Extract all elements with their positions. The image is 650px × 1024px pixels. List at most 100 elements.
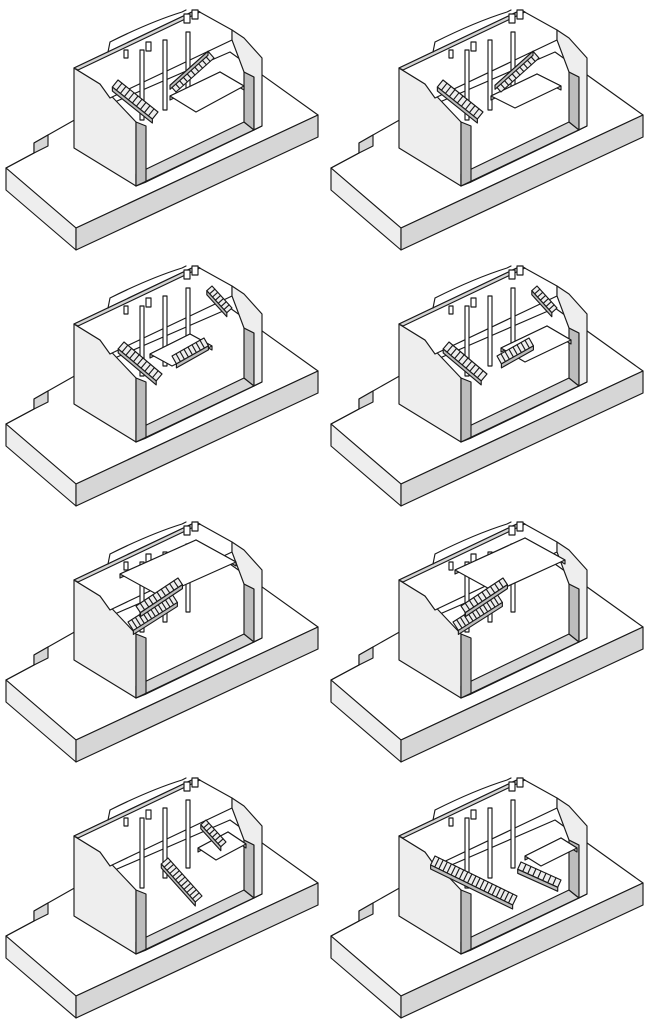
- stair-flight-left: [442, 341, 488, 386]
- house-model: [5, 265, 319, 507]
- stair-flight-left: [436, 79, 484, 124]
- column: [162, 807, 168, 879]
- column: [510, 799, 516, 869]
- axonometric-house-svg: [5, 9, 319, 251]
- axonometric-house-svg: [5, 265, 319, 507]
- diagram-panel-1: [0, 0, 325, 256]
- diagram-panel-6: [325, 512, 650, 768]
- mezzanine-slab: [169, 71, 245, 113]
- front-wall-cut: [460, 377, 472, 443]
- house-model: [330, 777, 644, 1019]
- windows: [448, 777, 524, 827]
- stair-flight-lower: [517, 861, 562, 892]
- site-plinth: [5, 307, 319, 507]
- interior-variant-variant-1: [111, 50, 245, 124]
- stair-flight-left: [117, 341, 163, 386]
- column: [487, 295, 493, 367]
- column: [464, 305, 470, 377]
- column: [162, 295, 168, 367]
- right-wall-cut: [243, 71, 255, 131]
- right-wall-cut: [243, 327, 255, 387]
- building-volume: [73, 265, 263, 443]
- column: [464, 817, 470, 889]
- stair-flight-right: [169, 50, 215, 93]
- roof-outline: [432, 521, 512, 565]
- column: [139, 305, 145, 377]
- interior-variant-variant-2: [436, 50, 562, 124]
- interior-variant-variant-8: [430, 837, 578, 910]
- interior-variant-variant-3: [117, 285, 233, 386]
- roof-outline: [107, 9, 187, 53]
- site-plinth: [5, 819, 319, 1019]
- roof-outline: [107, 777, 187, 821]
- right-wall-cut: [568, 583, 580, 643]
- column: [185, 799, 191, 869]
- building-volume: [398, 9, 588, 187]
- roof-outline: [107, 265, 187, 309]
- right-wall-cut: [243, 839, 255, 899]
- column: [139, 561, 145, 633]
- axonometric-house-svg: [5, 777, 319, 1019]
- house-model: [330, 9, 644, 251]
- stair-flight-upper: [200, 819, 227, 852]
- interior-variant-variant-4: [442, 285, 572, 386]
- stair-flight-right: [496, 337, 534, 369]
- interior-variant-variant-7: [160, 819, 247, 907]
- diagram-panel-8: [325, 768, 650, 1024]
- site-plinth: [330, 307, 644, 507]
- front-wall-cut: [135, 633, 147, 699]
- right-wall-cut: [568, 71, 580, 131]
- interior-variant-variant-5: [119, 539, 237, 636]
- site-plinth: [330, 563, 644, 763]
- mezzanine-slab: [454, 537, 566, 593]
- house-model: [330, 521, 644, 763]
- roof-outline: [432, 777, 512, 821]
- stair-flight-lower: [127, 593, 178, 636]
- diagram-panel-7: [0, 768, 325, 1024]
- axonometric-house-svg: [330, 777, 644, 1019]
- windows: [123, 265, 199, 315]
- house-model: [330, 265, 644, 507]
- roof-outline: [432, 9, 512, 53]
- house-model: [5, 521, 319, 763]
- windows: [123, 9, 199, 59]
- roof-outline: [107, 521, 187, 565]
- front-wall-cut: [460, 889, 472, 955]
- stair-flight-upper: [460, 577, 509, 618]
- right-wall-cut: [243, 583, 255, 643]
- column: [464, 561, 470, 633]
- front-wall-cut: [135, 121, 147, 187]
- stair-flight-right: [171, 337, 209, 369]
- axonometric-house-svg: [330, 9, 644, 251]
- stair-flight-upper: [531, 285, 558, 318]
- diagram-panel-5: [0, 512, 325, 768]
- site-plinth: [5, 563, 319, 763]
- roof-outline: [432, 265, 512, 309]
- stair-flight-right: [494, 50, 540, 93]
- mezzanine-slab: [119, 539, 237, 597]
- front-wall-cut: [135, 889, 147, 955]
- house-model: [5, 9, 319, 251]
- diagram-panel-2: [325, 0, 650, 256]
- site-plinth: [5, 51, 319, 251]
- column: [139, 49, 145, 121]
- stair-flight-main: [430, 855, 518, 910]
- windows: [448, 9, 524, 59]
- windows: [123, 777, 199, 827]
- front-wall-cut: [460, 633, 472, 699]
- column: [139, 817, 145, 889]
- building-volume: [398, 265, 588, 443]
- column: [487, 39, 493, 111]
- mezzanine-slab: [490, 73, 562, 109]
- column: [487, 807, 493, 879]
- right-wall-cut: [568, 327, 580, 387]
- diagram-panel-4: [325, 256, 650, 512]
- stair-flight-upper: [206, 285, 233, 318]
- windows: [448, 265, 524, 315]
- building-volume: [398, 777, 588, 955]
- column: [464, 49, 470, 121]
- site-plinth: [330, 51, 644, 251]
- building-volume: [73, 777, 263, 955]
- mezzanine-slab: [524, 837, 578, 867]
